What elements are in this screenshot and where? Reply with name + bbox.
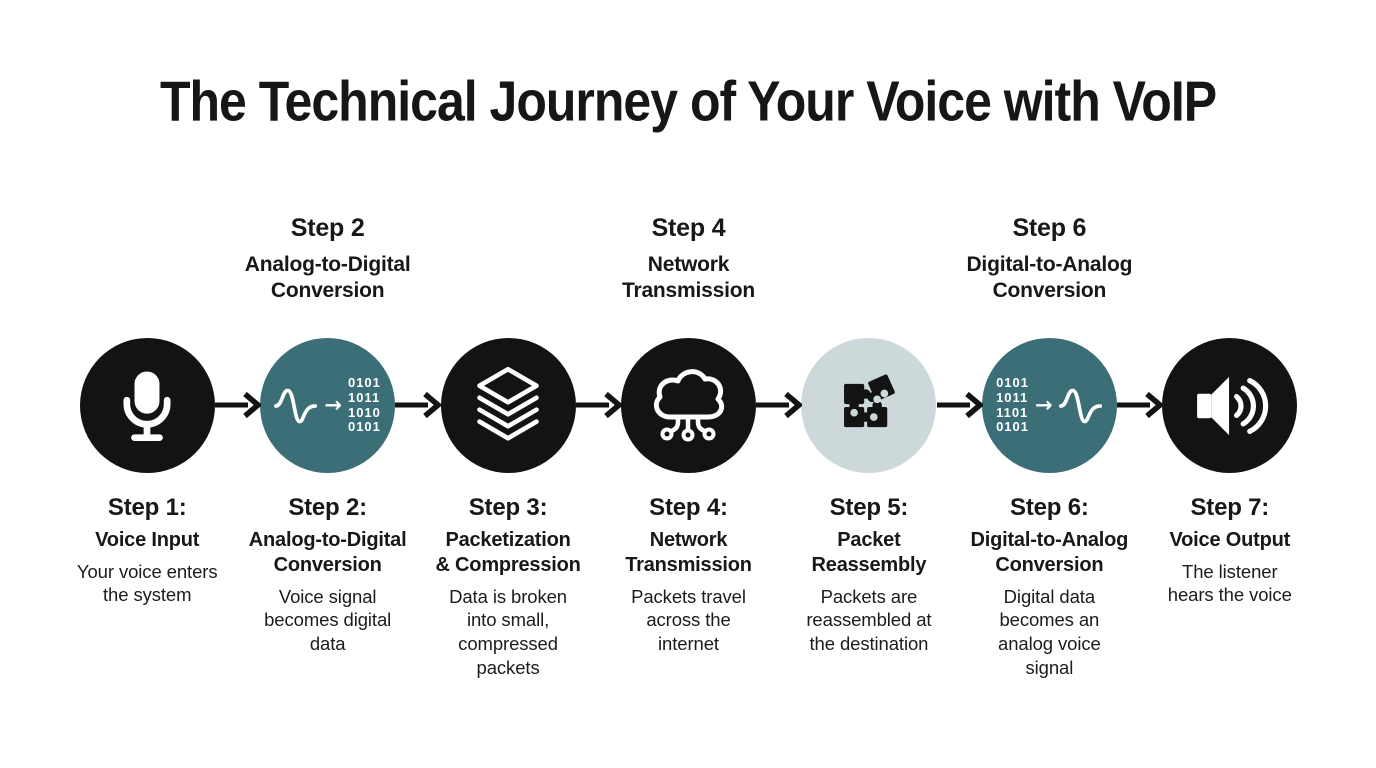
step-name: Packet Reassembly [811, 529, 927, 576]
binary-line: 0101 [996, 374, 1029, 390]
step-3-caption: Step 3: Packetization & Compression Data… [418, 494, 598, 679]
step-2-caption: Step 2: Analog-to-Digital Conversion Voi… [237, 494, 417, 679]
step-7-caption: Step 7: Voice Output The listener hears … [1140, 494, 1320, 679]
layers-icon [477, 366, 539, 440]
step-description: Packets are reassembled at the destinati… [806, 585, 932, 654]
binary-line: 1101 [996, 404, 1029, 420]
waveform-to-binary-icon: → 0101 1011 1010 0101 [274, 374, 381, 435]
step-1-caption: Step 1: Voice Input Your voice enters th… [57, 494, 237, 679]
step-name: Voice Output [1169, 529, 1291, 551]
right-arrow-icon: → [324, 393, 342, 417]
step-description: Your voice enters the system [76, 560, 218, 606]
flow-arrow-icon [1117, 391, 1163, 419]
step-label: Step 2: [288, 494, 367, 521]
header-step-label: Step 2 [290, 214, 365, 242]
binary-digits: 0101 1011 1010 0101 [347, 374, 381, 435]
header-step-2: Step 2 Analog-to-Digital Conversion [237, 214, 417, 305]
binary-digits: 0101 1011 1101 0101 [996, 374, 1029, 435]
binary-line: 1011 [347, 389, 381, 405]
step-description: Digital data becomes an analog voice sig… [998, 585, 1101, 678]
flow-arrow-icon [576, 391, 622, 419]
step-7-cell [1140, 338, 1320, 473]
step-3-circle [440, 338, 576, 473]
step-description: The listener hears the voice [1167, 560, 1292, 606]
step-name: Voice Input [95, 529, 200, 551]
step-label: Step 4: [649, 494, 728, 521]
step-description: Voice signal becomes digital data [264, 585, 392, 654]
step-label: Step 5: [829, 494, 909, 521]
step-name: Digital-to-Analog Conversion [970, 529, 1129, 576]
binary-line: 1010 [347, 404, 381, 420]
step-label: Step 6: [1010, 494, 1089, 521]
flow-arrow-icon [937, 391, 983, 419]
step-2-cell: → 0101 1011 1010 0101 [237, 338, 417, 473]
flow-arrow-icon [215, 391, 261, 419]
header-step-name: Digital-to-Analog Conversion [966, 253, 1133, 303]
header-step-4: Step 4 Network Transmission [598, 214, 778, 305]
step-description: Packets travel across the internet [631, 585, 746, 654]
binary-line: 0101 [347, 419, 381, 435]
step-5-circle [801, 338, 937, 473]
binary-line: 1011 [996, 389, 1029, 405]
step-4-cell [598, 338, 778, 473]
header-row: Step 2 Analog-to-Digital Conversion Step… [57, 214, 1320, 305]
step-3-cell [418, 338, 598, 473]
right-arrow-icon: → [1035, 393, 1053, 417]
step-5-cell [779, 338, 959, 473]
page-title: The Technical Journey of Your Voice with… [159, 69, 1217, 133]
puzzle-icon [843, 373, 895, 427]
step-7-circle [1162, 338, 1298, 473]
cloud-network-icon [654, 368, 725, 441]
step-6-caption: Step 6: Digital-to-Analog Conversion Dig… [959, 494, 1139, 679]
flow-arrow-icon [395, 391, 441, 419]
waveform-icon [274, 388, 318, 423]
caption-row: Step 1: Voice Input Your voice enters th… [57, 494, 1320, 679]
step-6-cell: 0101 1011 1101 0101 → [959, 338, 1139, 473]
step-1-circle [79, 338, 215, 473]
step-description: Data is broken into small, compressed pa… [449, 585, 567, 678]
header-step-6: Step 6 Digital-to-Analog Conversion [959, 214, 1139, 305]
step-name: Packetization & Compression [435, 529, 581, 576]
step-1-cell [57, 338, 237, 473]
step-4-caption: Step 4: Network Transmission Packets tra… [598, 494, 778, 679]
binary-line: 0101 [347, 374, 381, 390]
header-step-label: Step 6 [1012, 214, 1087, 242]
step-label: Step 7: [1190, 494, 1270, 521]
step-label: Step 3: [468, 494, 548, 521]
binary-to-waveform-icon: 0101 1011 1101 0101 → [996, 374, 1103, 435]
icon-row: → 0101 1011 1010 0101 [57, 338, 1320, 473]
binary-line: 0101 [996, 419, 1029, 435]
step-2-circle: → 0101 1011 1010 0101 [260, 338, 396, 473]
waveform-icon [1058, 388, 1102, 423]
header-step-name: Analog-to-Digital Conversion [244, 253, 411, 303]
step-4-circle [620, 338, 756, 473]
header-step-label: Step 4 [651, 214, 726, 242]
step-label: Step 1: [107, 494, 187, 521]
step-5-caption: Step 5: Packet Reassembly Packets are re… [779, 494, 959, 679]
microphone-icon [123, 370, 171, 441]
speaker-icon [1196, 376, 1268, 435]
step-name: Network Transmission [625, 529, 752, 576]
flow-arrow-icon [756, 391, 802, 419]
header-step-name: Network Transmission [622, 253, 755, 303]
step-6-circle: 0101 1011 1101 0101 → [981, 338, 1117, 473]
step-name: Analog-to-Digital Conversion [248, 529, 407, 576]
